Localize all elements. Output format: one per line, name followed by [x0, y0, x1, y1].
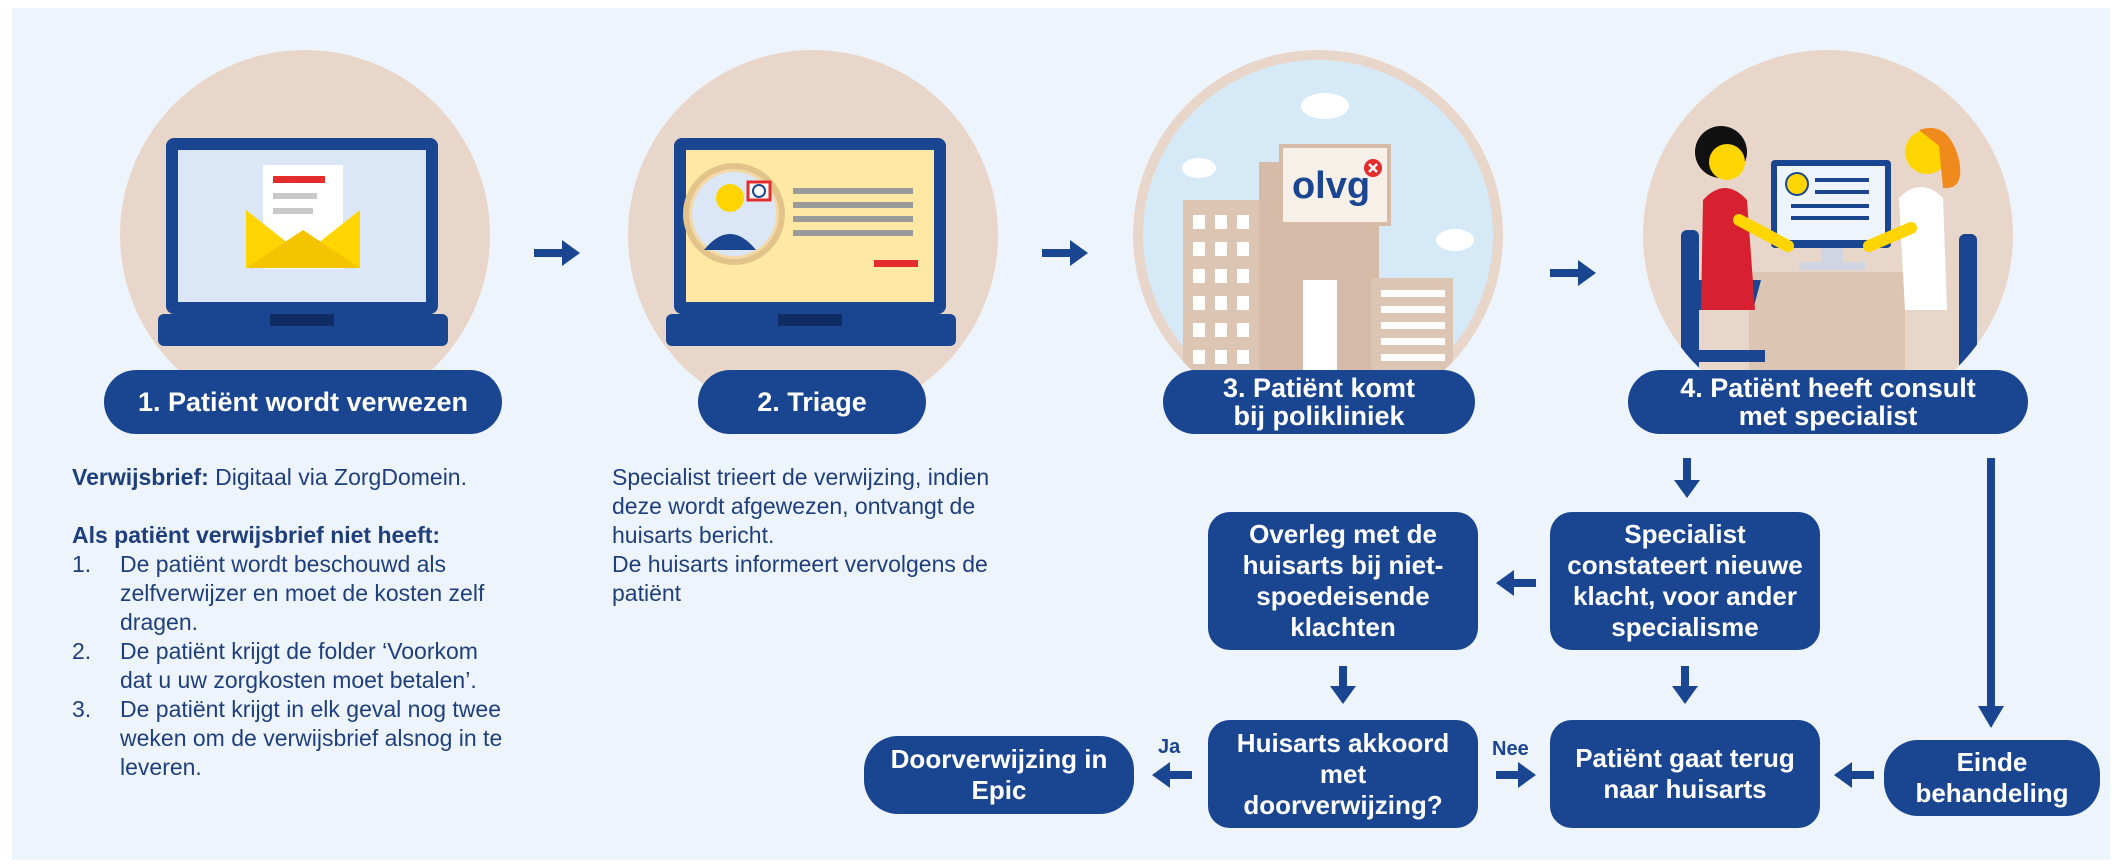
step3-label: 3. Patiënt komt bij polikliniek [1163, 370, 1475, 434]
ja-label: Ja [1158, 736, 1181, 758]
akkoord-box: Huisarts akkoord met doorverwijzing? [1208, 720, 1478, 828]
step1-illustration [120, 50, 490, 420]
step1-heading: Als patiënt verwijsbrief niet heeft: [72, 522, 441, 548]
einde-box: Einde behandeling [1884, 740, 2100, 816]
hospital-building-icon: olvg [1143, 60, 1493, 420]
arrow-down-long-icon [1978, 458, 2004, 728]
step2-illustration [628, 50, 998, 420]
step2-paragraph: Specialist trieert de verwijzing, indien… [612, 464, 990, 548]
nee-label: Nee [1492, 738, 1529, 760]
step1-text: Verwijsbrief: Digitaal via ZorgDomein. A… [72, 463, 512, 782]
arrow-down-icon [1674, 458, 1700, 498]
arrow-down-icon [1672, 666, 1698, 704]
arrow-right-icon [1496, 762, 1536, 788]
olvg-logo: olvg [1292, 165, 1370, 207]
arrow-down-icon [1330, 666, 1356, 704]
consult-icon [1681, 126, 1977, 420]
arrow-right-icon [534, 240, 580, 266]
step3-illustration: olvg [1133, 50, 1503, 420]
arrow-left-icon [1834, 762, 1874, 788]
list-item: 3.De patiënt krijgt in elk geval nog twe… [72, 696, 503, 780]
list-item: 1.De patiënt wordt beschouwd als zelfver… [72, 551, 485, 635]
list-item: 2.De patiënt krijgt de folder ‘Voorkom d… [72, 638, 478, 693]
laptop-triage-icon [666, 138, 956, 346]
overleg-box: Overleg met de huisarts bij niet-spoedei… [1208, 512, 1478, 650]
laptop-envelope-icon [158, 138, 448, 346]
arrow-left-icon [1496, 570, 1536, 596]
step2-label: 2. Triage [698, 370, 926, 434]
step1-list: 1.De patiënt wordt beschouwd als zelfver… [72, 550, 512, 782]
arrow-right-icon [1042, 240, 1088, 266]
verwijsbrief-line: Verwijsbrief: Digitaal via ZorgDomein. [72, 464, 467, 490]
arrow-left-icon [1152, 762, 1192, 788]
terug-box: Patiënt gaat terug naar huisarts [1550, 720, 1820, 828]
step1-label: 1. Patiënt wordt verwezen [104, 370, 502, 434]
step2-text: Specialist trieert de verwijzing, indien… [612, 463, 1022, 608]
arrow-right-icon [1550, 260, 1596, 286]
step2-paragraph: De huisarts informeert vervolgens de pat… [612, 551, 988, 606]
step4-label: 4. Patiënt heeft consult met specialist [1628, 370, 2028, 434]
doorverwijzing-box: Doorverwijzing in Epic [864, 736, 1134, 814]
step4-illustration [1643, 50, 2013, 420]
specialist-box: Specialist constateert nieuwe klacht, vo… [1550, 512, 1820, 650]
